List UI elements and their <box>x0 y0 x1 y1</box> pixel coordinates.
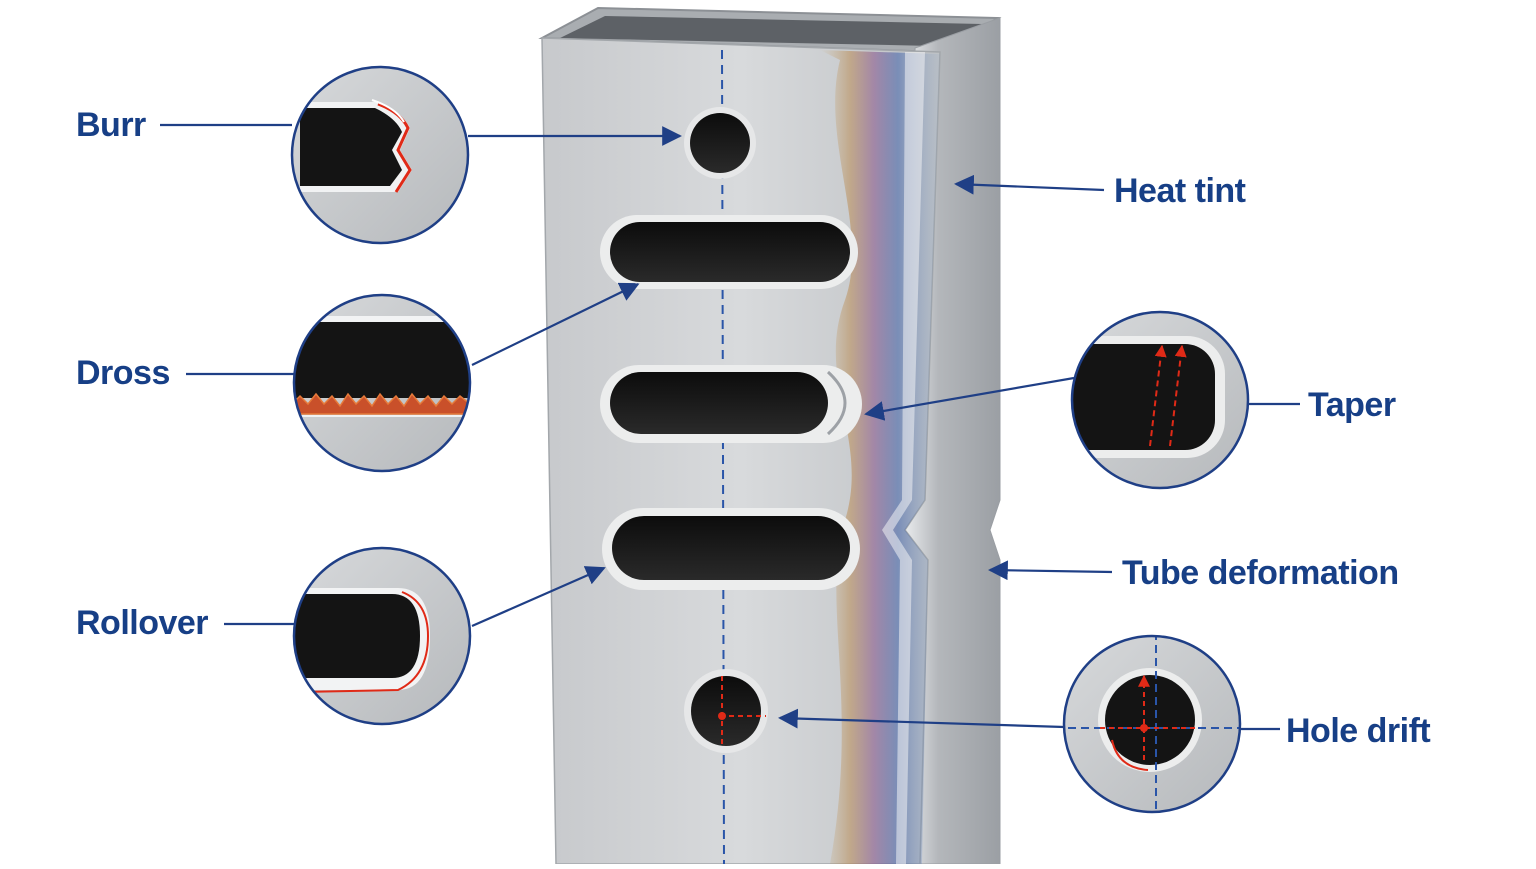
label-heat-tint: Heat tint <box>1114 172 1246 210</box>
inset-hole-drift <box>1062 634 1242 814</box>
slot-3 <box>602 508 860 590</box>
slot-2 <box>600 365 862 443</box>
inset-burr <box>290 65 470 245</box>
leader-taper-arrow <box>864 376 1075 421</box>
leader-dross-arrow <box>471 282 640 366</box>
slot-1 <box>600 215 858 289</box>
leader-lines <box>160 123 1300 731</box>
leader-hole-drift-arrow <box>778 708 1065 729</box>
inset-dross <box>292 293 472 473</box>
leader-rollover-arrow <box>471 566 606 628</box>
label-rollover: Rollover <box>76 604 209 642</box>
label-taper: Taper <box>1308 386 1396 424</box>
steel-tube <box>538 6 1002 865</box>
label-burr: Burr <box>76 106 146 144</box>
dross-beads <box>294 392 470 415</box>
label-hole-drift: Hole drift <box>1286 712 1431 750</box>
leader-heat-tint-arrow <box>954 174 1105 195</box>
label-dross: Dross <box>76 354 170 392</box>
leader-tube-deformation-arrow <box>988 560 1113 581</box>
label-tube-deformation: Tube deformation <box>1122 554 1399 592</box>
inset-taper <box>1070 310 1250 490</box>
tube-edge-highlight <box>882 52 925 864</box>
inset-rollover <box>292 546 472 726</box>
tube-top-opening <box>560 16 982 46</box>
